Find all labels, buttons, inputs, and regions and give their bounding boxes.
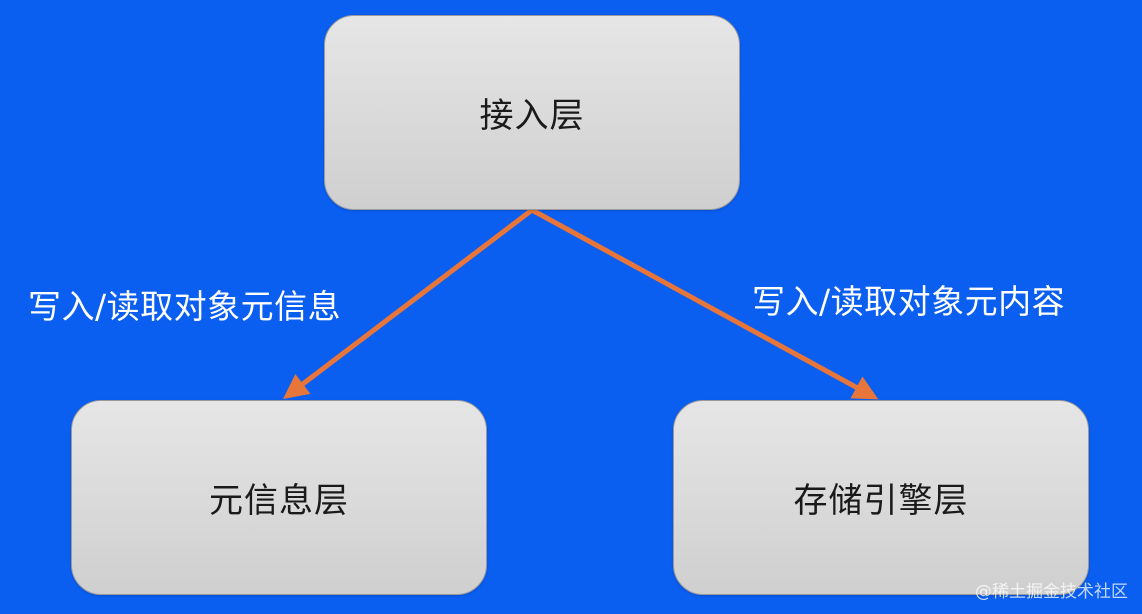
node-storage-label: 存储引擎层 [793, 481, 969, 521]
edge-label-storage: 写入/读取对象元内容 [752, 282, 1066, 321]
node-meta-label: 元信息层 [209, 481, 349, 521]
node-storage-layer: 存储引擎层 [673, 400, 1089, 595]
node-access-layer: 接入层 [324, 15, 740, 210]
edge-label-meta: 写入/读取对象元信息 [28, 287, 342, 326]
watermark: @稀土掘金技术社区 [975, 582, 1128, 602]
node-meta-layer: 元信息层 [71, 400, 487, 595]
node-access-label: 接入层 [479, 96, 585, 136]
arrow-access-to-meta [283, 208, 534, 400]
arrow-access-to-storage [530, 207, 879, 400]
